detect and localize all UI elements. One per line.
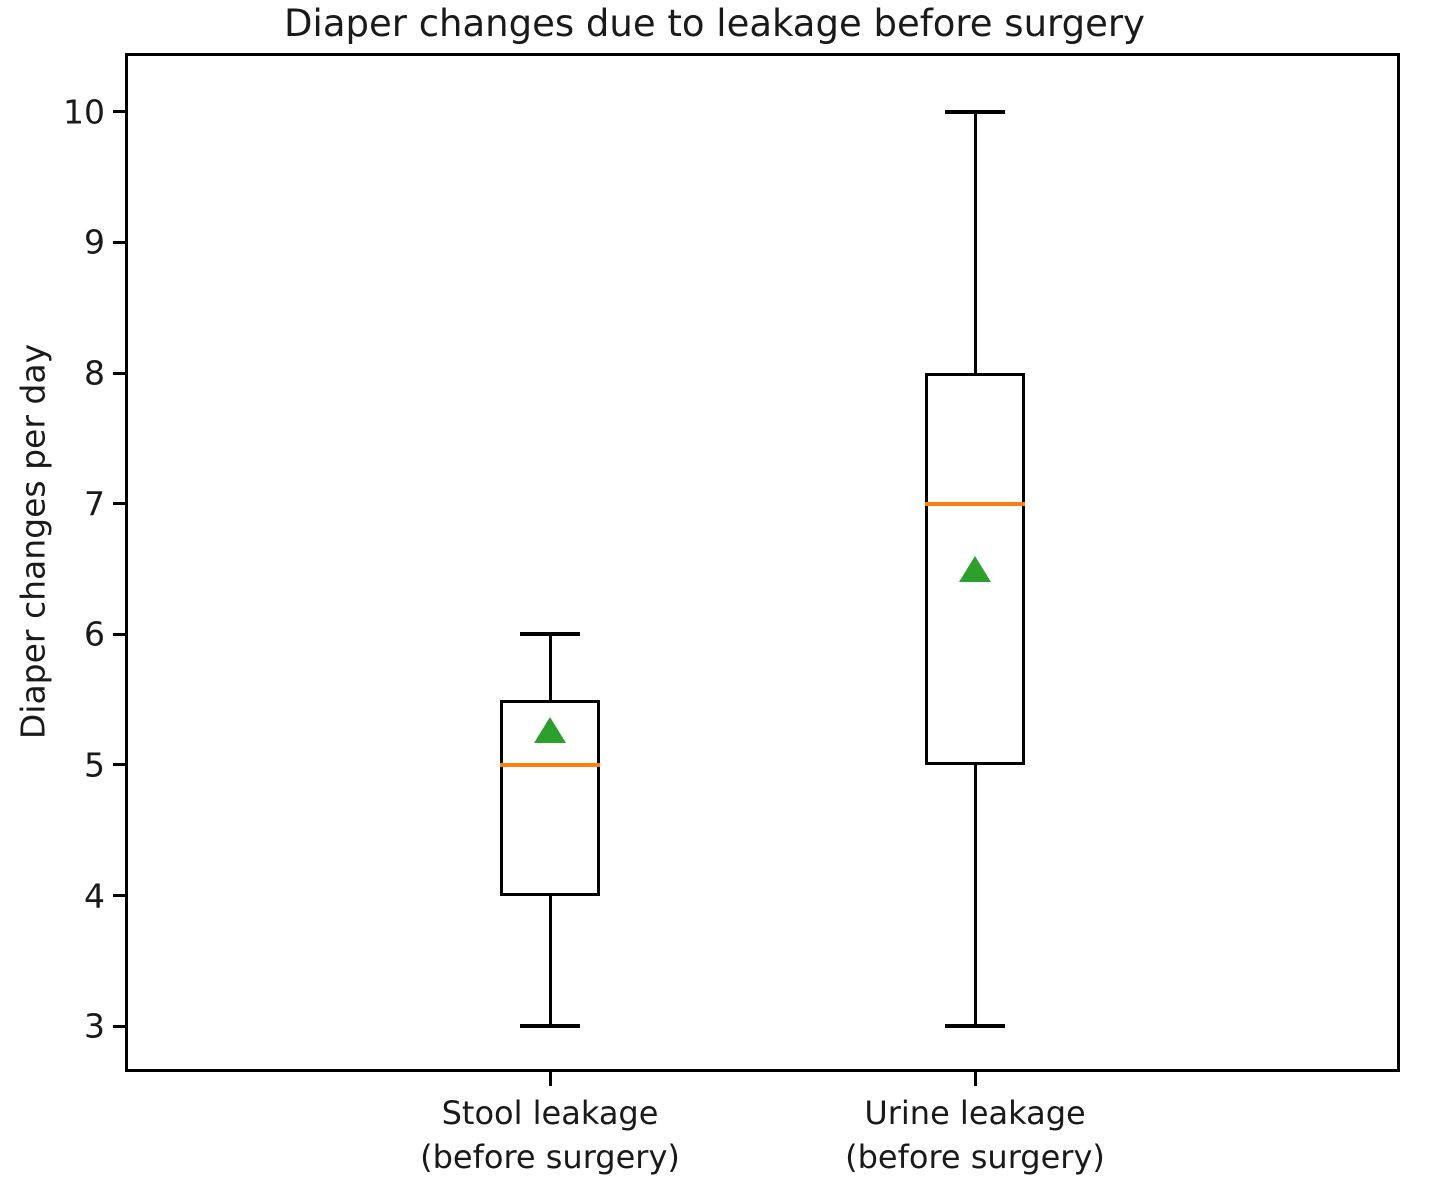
y-tick-label: 6 — [84, 614, 105, 654]
whisker-cap-lower — [520, 1024, 580, 1029]
whisker-upper — [973, 111, 977, 374]
whisker-lower — [548, 895, 552, 1027]
box-iqr — [925, 373, 1025, 765]
axes-frame — [125, 53, 1400, 1072]
mean-marker-triangle-icon — [959, 556, 991, 583]
median-line — [925, 501, 1025, 506]
whisker-upper — [548, 634, 552, 700]
y-tick-mark — [113, 371, 127, 375]
y-tick-label: 8 — [84, 353, 105, 393]
y-tick-label: 5 — [84, 745, 105, 785]
y-tick-mark — [113, 1024, 127, 1028]
whisker-lower — [973, 764, 977, 1027]
y-tick-label: 3 — [84, 1006, 105, 1046]
x-tick-label-line2: (before surgery) — [845, 1138, 1105, 1176]
y-tick-label: 4 — [84, 876, 105, 916]
y-tick-mark — [113, 240, 127, 244]
whisker-cap-upper — [945, 109, 1005, 114]
y-tick-mark — [113, 110, 127, 114]
median-line — [500, 762, 600, 767]
x-tick-label-line2: (before surgery) — [420, 1138, 680, 1176]
x-tick-mark — [548, 1072, 552, 1086]
x-tick-label: Stool leakage (before surgery) — [290, 1091, 810, 1177]
x-tick-label: Urine leakage (before surgery) — [715, 1091, 1235, 1177]
y-tick-label: 9 — [84, 222, 105, 262]
mean-marker-triangle-icon — [534, 716, 566, 743]
x-tick-label-line1: Urine leakage — [864, 1094, 1086, 1132]
y-tick-label: 10 — [63, 92, 105, 132]
x-tick-mark — [973, 1072, 977, 1086]
y-tick-mark — [113, 894, 127, 898]
y-tick-label: 7 — [84, 484, 105, 524]
y-tick-mark — [113, 632, 127, 636]
whisker-cap-upper — [520, 632, 580, 637]
box-iqr — [500, 699, 600, 896]
whisker-cap-lower — [945, 1024, 1005, 1029]
x-tick-label-line1: Stool leakage — [441, 1094, 659, 1132]
y-tick-mark — [113, 763, 127, 767]
chart-title: Diaper changes due to leakage before sur… — [284, 2, 1145, 45]
y-tick-mark — [113, 502, 127, 506]
